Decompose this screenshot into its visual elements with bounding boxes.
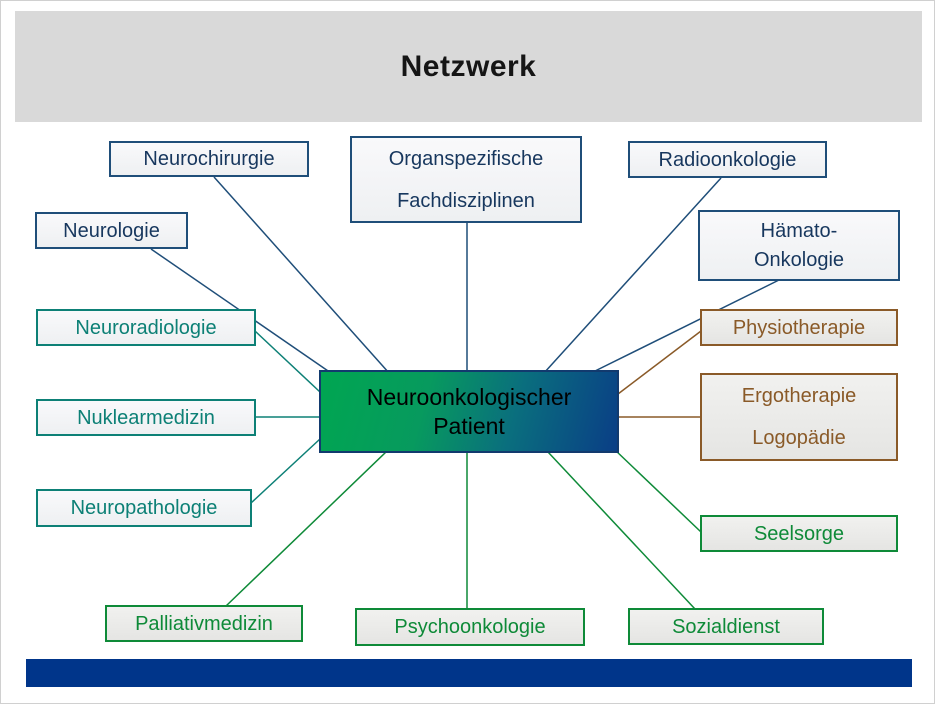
node-label-line1: Ergotherapie (741, 385, 857, 407)
node-label-line2: Fachdisziplinen (397, 189, 535, 212)
node-label: Radioonkologie (658, 148, 797, 171)
node-palliativmedizin: Palliativmedizin (105, 605, 303, 642)
node-sozialdienst: Sozialdienst (628, 608, 824, 645)
node-label: Physiotherapie (732, 316, 866, 339)
node-nuklearmedizin: Nuklearmedizin (36, 399, 256, 436)
node-label: Palliativmedizin (135, 612, 273, 635)
node-label: Neurologie (63, 219, 160, 242)
center-label-line1: Neuroonkologischer (366, 383, 572, 410)
node-psychoonkologie: Psychoonkologie (355, 608, 585, 646)
node-haemato-onkologie: Hämato- Onkologie (698, 210, 900, 281)
node-neuroonkologischer-patient: Neuroonkologischer Patient (319, 370, 619, 453)
connector-seelsorge (613, 448, 702, 533)
node-label: Seelsorge (753, 522, 845, 545)
node-label: Nuklearmedizin (77, 406, 215, 429)
node-label: Neuroradiologie (75, 316, 217, 339)
connector-haemato (590, 279, 780, 374)
node-neuroradiologie: Neuroradiologie (36, 309, 256, 346)
node-physiotherapie: Physiotherapie (700, 309, 898, 346)
node-label: Sozialdienst (672, 615, 780, 638)
node-label-line1: Organspezifische (388, 147, 544, 170)
node-neurochirurgie: Neurochirurgie (109, 141, 309, 177)
node-label: Psychoonkologie (394, 616, 546, 638)
connector-radioonkologie (543, 177, 722, 374)
header-bar: Netzwerk (15, 11, 922, 122)
page-title: Netzwerk (400, 49, 537, 83)
center-label-line2: Patient (433, 412, 505, 439)
node-label: Neuropathologie (70, 497, 218, 519)
node-seelsorge: Seelsorge (700, 515, 898, 552)
node-label: Neurochirurgie (143, 148, 275, 170)
node-neurologie: Neurologie (35, 212, 188, 249)
connector-neuropathologie (250, 438, 321, 504)
node-label-line2: Onkologie (753, 249, 845, 271)
node-organspezifische-fachdisziplinen: Organspezifische Fachdisziplinen (350, 136, 582, 223)
node-label-line2: Logopädie (752, 427, 846, 449)
connector-palliativmedizin (225, 451, 387, 607)
connector-sozialdienst (547, 451, 696, 610)
connector-neurochirurgie (213, 176, 390, 374)
footer-bar (26, 659, 912, 687)
connector-physiotherapie (617, 330, 702, 395)
node-neuropathologie: Neuropathologie (36, 489, 252, 527)
node-radioonkologie: Radioonkologie (628, 141, 827, 178)
connector-neuroradiologie (254, 330, 321, 393)
node-label-line1: Hämato- (760, 220, 838, 242)
node-ergotherapie-logopaedie: Ergotherapie Logopädie (700, 373, 898, 461)
